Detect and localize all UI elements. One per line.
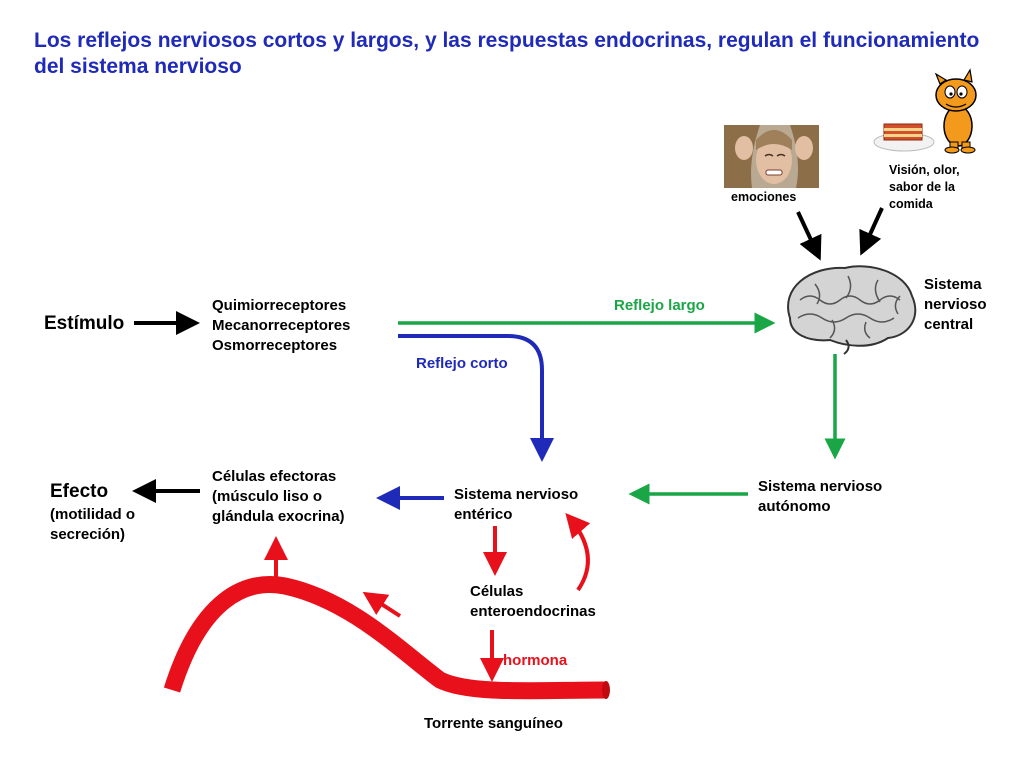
vessel-opening-right <box>602 681 610 699</box>
label-snc: Sistema nervioso central <box>924 275 987 335</box>
label-sne-line: entérico <box>454 506 513 523</box>
label-reflejo-largo: Reflejo largo <box>614 297 705 314</box>
label-efecto-sub: (motilidad o secreción) <box>50 505 135 545</box>
label-efecto: Efecto <box>50 481 109 502</box>
label-vision-line: Visión, olor, <box>889 163 960 177</box>
label-enteroendocrinas: Células enteroendocrinas <box>470 582 596 622</box>
lasagna-icon <box>873 123 935 152</box>
arrow-enteroendocrinas-sne <box>565 512 591 592</box>
label-efectoras-line: glándula exocrina) <box>212 508 345 525</box>
label-efectoras-line: Células efectoras <box>212 468 337 485</box>
label-snc-line: Sistema <box>924 276 982 293</box>
label-sna-line: Sistema nervioso <box>758 478 883 495</box>
label-receptores: Quimiorreceptores Mecanorreceptores Osmo… <box>212 296 350 356</box>
label-emociones: emociones <box>731 190 797 204</box>
label-enteroendocrinas-line: Células <box>470 583 524 600</box>
label-sna: Sistema nervioso autónomo <box>758 477 882 517</box>
label-efecto-sub-line: (motilidad o <box>50 506 135 523</box>
label-torrente: Torrente sanguíneo <box>424 715 563 732</box>
arrow-reflejo-corto <box>398 334 554 462</box>
label-mecanorreceptores: Mecanorreceptores <box>212 317 351 334</box>
label-sne: Sistema nervioso entérico <box>454 485 578 525</box>
label-vision: Visión, olor, sabor de la comida <box>889 162 960 213</box>
label-sna-line: autónomo <box>758 498 831 515</box>
arrow-emociones-snc <box>796 211 822 261</box>
arrow-vision-snc <box>859 207 884 256</box>
label-quimiorreceptores: Quimiorreceptores <box>212 297 347 314</box>
label-vision-line: sabor de la <box>889 180 955 194</box>
label-estimulo: Estímulo <box>44 313 125 334</box>
label-snc-line: central <box>924 316 974 333</box>
label-enteroendocrinas-line: enteroendocrinas <box>470 603 596 620</box>
arrow-flujo-sanguineo <box>362 591 402 618</box>
label-efectoras-line: (músculo liso o <box>212 488 323 505</box>
label-efecto-sub-line: secreción) <box>50 526 126 543</box>
brain-icon <box>787 265 917 355</box>
label-reflejo-corto: Reflejo corto <box>416 355 508 372</box>
label-snc-line: nervioso <box>924 296 987 313</box>
garfield-icon <box>934 68 977 154</box>
page-title: Los reflejos nerviosos cortos y largos, … <box>34 29 980 78</box>
label-vision-line: comida <box>889 197 933 211</box>
label-osmorreceptores: Osmorreceptores <box>212 337 338 354</box>
label-sne-line: Sistema nervioso <box>454 486 579 503</box>
label-hormona: hormona <box>503 652 568 669</box>
label-efectoras: Células efectoras (músculo liso o glándu… <box>212 467 345 527</box>
emociones-photo <box>724 125 819 188</box>
blood-vessel <box>163 576 607 700</box>
